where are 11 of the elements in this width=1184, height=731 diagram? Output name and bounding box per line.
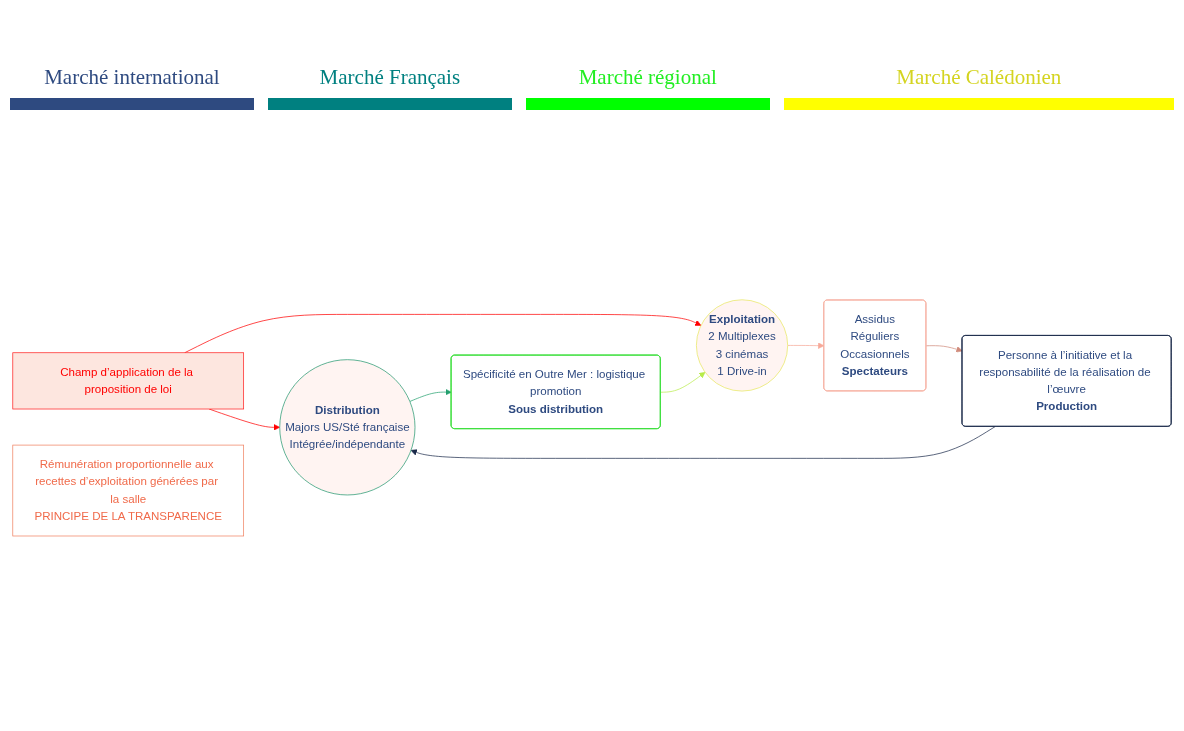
market-heading: Marché régional: [578, 65, 717, 90]
process-box: Rémunération proportionnelle aux recettes d’exploitation générées par la salle PRINCIPE DE LA TRANSPARENCE: [12, 444, 244, 536]
market-heading: Marché international: [44, 65, 220, 90]
market-heading: Marché Français: [319, 65, 461, 90]
process-box: Assidus Réguliers Occasionnels Spectateurs: [823, 299, 927, 391]
process-box: Champ d’application de la proposition de loi: [12, 352, 244, 409]
process-box: Exploitation 2 Multiplexes 3 cinémas 1 Drive-in: [696, 299, 789, 392]
market-heading: Marché Calédonien: [896, 65, 1062, 90]
process-box: Distribution Majors US/Sté française Intégrée/indépendante: [279, 358, 416, 495]
process-box: Personne à l’initiative et la responsabilité de la réalisation de l’œuvre Production: [961, 334, 1172, 427]
process-box: Spécificité en Outre Mer : logistique promotion Sous distribution: [450, 354, 661, 429]
